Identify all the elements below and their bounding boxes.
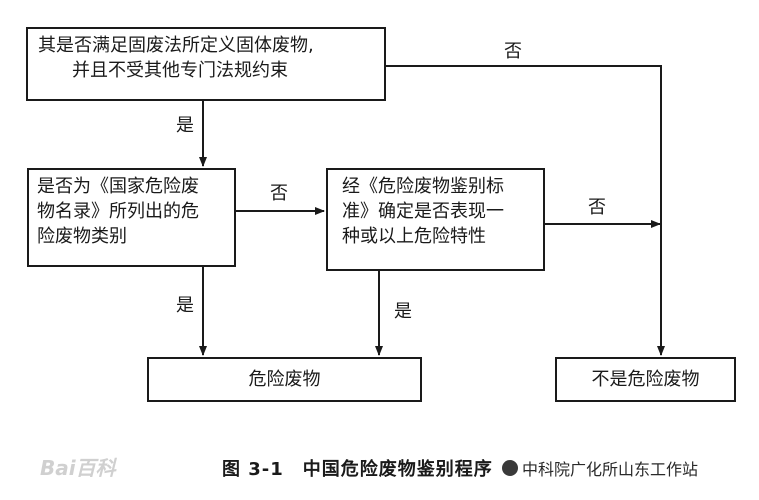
question-hazard-list-line2: 物名录》所列出的危	[37, 201, 199, 222]
question-solid-waste-box: 其是否满足固废法所定义固体废物, 并且不受其他专门法规约束	[26, 27, 386, 101]
source-watermark-text: 中科院广化所山东工作站	[522, 460, 699, 479]
arrow-q1-no-to-result	[386, 65, 665, 356]
question-hazard-standard-line1: 经《危险废物鉴别标	[342, 176, 504, 197]
question-hazard-standard-box: 经《危险废物鉴别标 准》确定是否表现一 种或以上危险特性	[326, 168, 545, 271]
baidu-watermark: Bai百科	[40, 456, 116, 480]
result-not-hazardous-label: 不是危险废物	[591, 369, 700, 390]
figure-caption: 图 3-1 中国危险废物鉴别程序	[222, 459, 493, 480]
question-solid-waste-line2: 并且不受其他专门法规约束	[72, 60, 288, 81]
label-q1-yes: 是	[176, 115, 194, 136]
question-hazard-list-box: 是否为《国家危险废 物名录》所列出的危 险废物类别	[27, 168, 236, 267]
result-not-hazardous-box: 不是危险废物	[555, 357, 736, 402]
source-watermark: 中科院广化所山东工作站	[502, 456, 698, 480]
question-hazard-list-line3: 险废物类别	[37, 226, 127, 247]
label-q3-no: 否	[588, 197, 606, 218]
result-hazardous-label: 危险废物	[248, 369, 321, 390]
label-q2-no: 否	[270, 183, 288, 204]
question-hazard-standard-line3: 种或以上危险特性	[342, 226, 486, 247]
label-q1-no: 否	[504, 41, 522, 62]
label-q3-yes: 是	[394, 301, 412, 322]
question-solid-waste-line1: 其是否满足固废法所定义固体废物,	[38, 35, 314, 56]
wechat-icon	[502, 460, 518, 476]
question-hazard-list-line1: 是否为《国家危险废	[37, 176, 199, 197]
question-hazard-standard-line2: 准》确定是否表现一	[342, 201, 504, 222]
result-hazardous-box: 危险废物	[147, 357, 422, 402]
label-q2-yes: 是	[176, 295, 194, 316]
